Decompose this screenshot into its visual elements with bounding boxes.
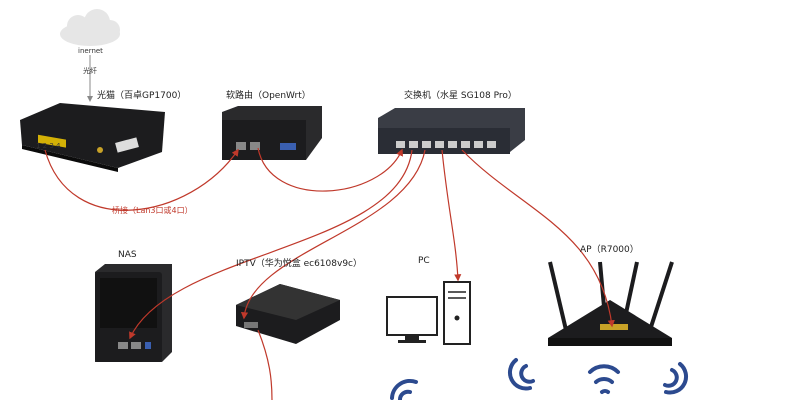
label-ap: AP（R7000） — [580, 245, 639, 255]
label-fiber: 光纤 — [83, 67, 97, 75]
label-bridge: 桥接（Lan3口或4口） — [112, 206, 193, 215]
label-iptv: IPTV（华为悦盒 ec6108v9c） — [236, 259, 362, 269]
label-router: 软路由（OpenWrt） — [226, 91, 311, 101]
modem-device — [20, 103, 165, 172]
label-modem: 光猫（百卓GP1700） — [97, 91, 187, 101]
label-switch: 交换机（水星 SG108 Pro） — [404, 91, 517, 101]
wifi-signal-icon — [390, 358, 688, 400]
link-iptv-tv — [257, 329, 273, 400]
link-switch-iptv — [240, 149, 426, 320]
iptv-box-device — [236, 284, 340, 344]
cloud-icon — [60, 9, 120, 46]
label-port-numbers: 1 2 3 4 — [36, 142, 61, 150]
nas-device — [95, 264, 172, 362]
label-internet: inernet — [78, 47, 103, 55]
link-modem-router — [44, 148, 239, 211]
label-nas: NAS — [118, 250, 137, 260]
link-switch-nas — [129, 149, 413, 340]
switch-device — [378, 108, 525, 154]
link-router-switch — [257, 147, 403, 192]
link-switch-pc — [441, 149, 462, 282]
pc-device — [386, 281, 471, 345]
label-pc: PC — [418, 256, 430, 266]
link-switch-ap — [461, 149, 615, 328]
ap-device — [548, 261, 674, 346]
